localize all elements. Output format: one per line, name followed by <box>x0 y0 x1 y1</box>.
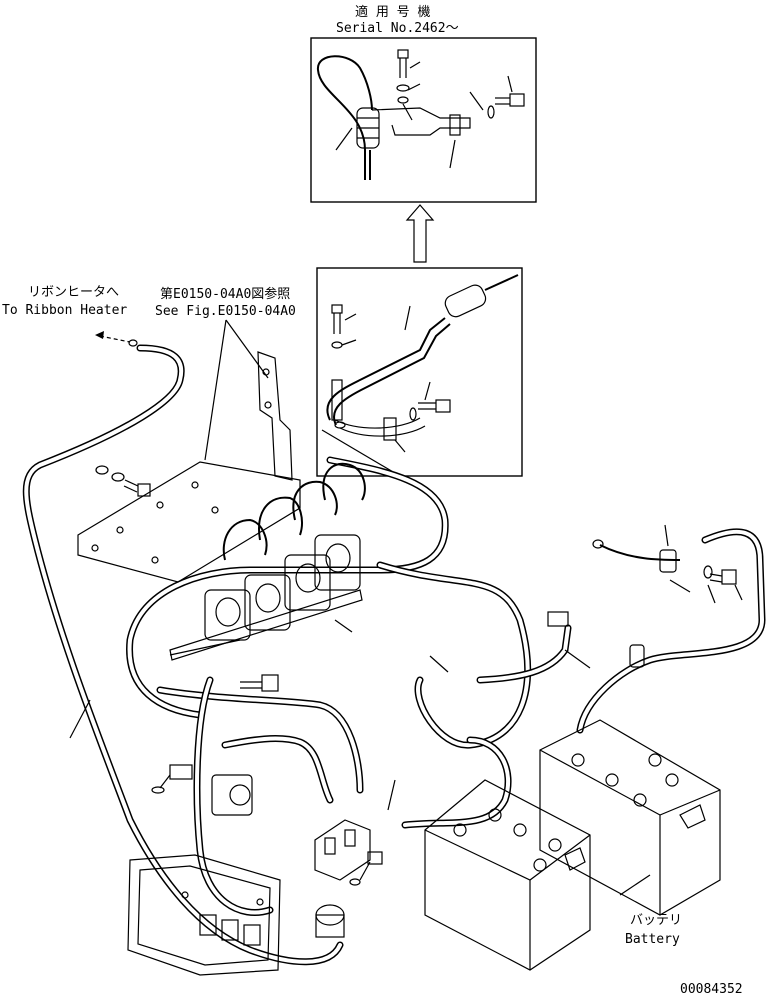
drawing-number: 00084352 <box>680 982 743 997</box>
up-arrow-icon <box>405 204 435 263</box>
relay-unit <box>151 674 279 816</box>
ribbon-label-en: To Ribbon Heater <box>2 303 127 318</box>
battery-rear <box>539 719 721 916</box>
battery-front <box>424 779 591 971</box>
ribbon-label-jp: リボンヒータへ <box>28 285 119 300</box>
battery-label-en: Battery <box>625 932 680 947</box>
serial-detail-box <box>310 37 537 203</box>
see-fig-label-jp: 第E0150-04A0図参照 <box>160 286 290 302</box>
mounting-plate <box>77 461 301 583</box>
terminal-block <box>314 819 383 886</box>
main-harness <box>22 331 766 966</box>
battery-label-jp: バッテリ <box>630 913 682 928</box>
standard-detail-box <box>316 267 523 477</box>
serial-label-jp: 適 用 号 機 <box>355 4 430 20</box>
leader-lines <box>69 319 651 896</box>
control-panel <box>127 854 345 976</box>
controller-cluster <box>169 462 366 661</box>
see-fig-label-en: See Fig.E0150-04A0 <box>155 304 296 319</box>
serial-label-en: Serial No.2462～ <box>336 21 459 36</box>
battery-cable-detail <box>547 524 743 668</box>
